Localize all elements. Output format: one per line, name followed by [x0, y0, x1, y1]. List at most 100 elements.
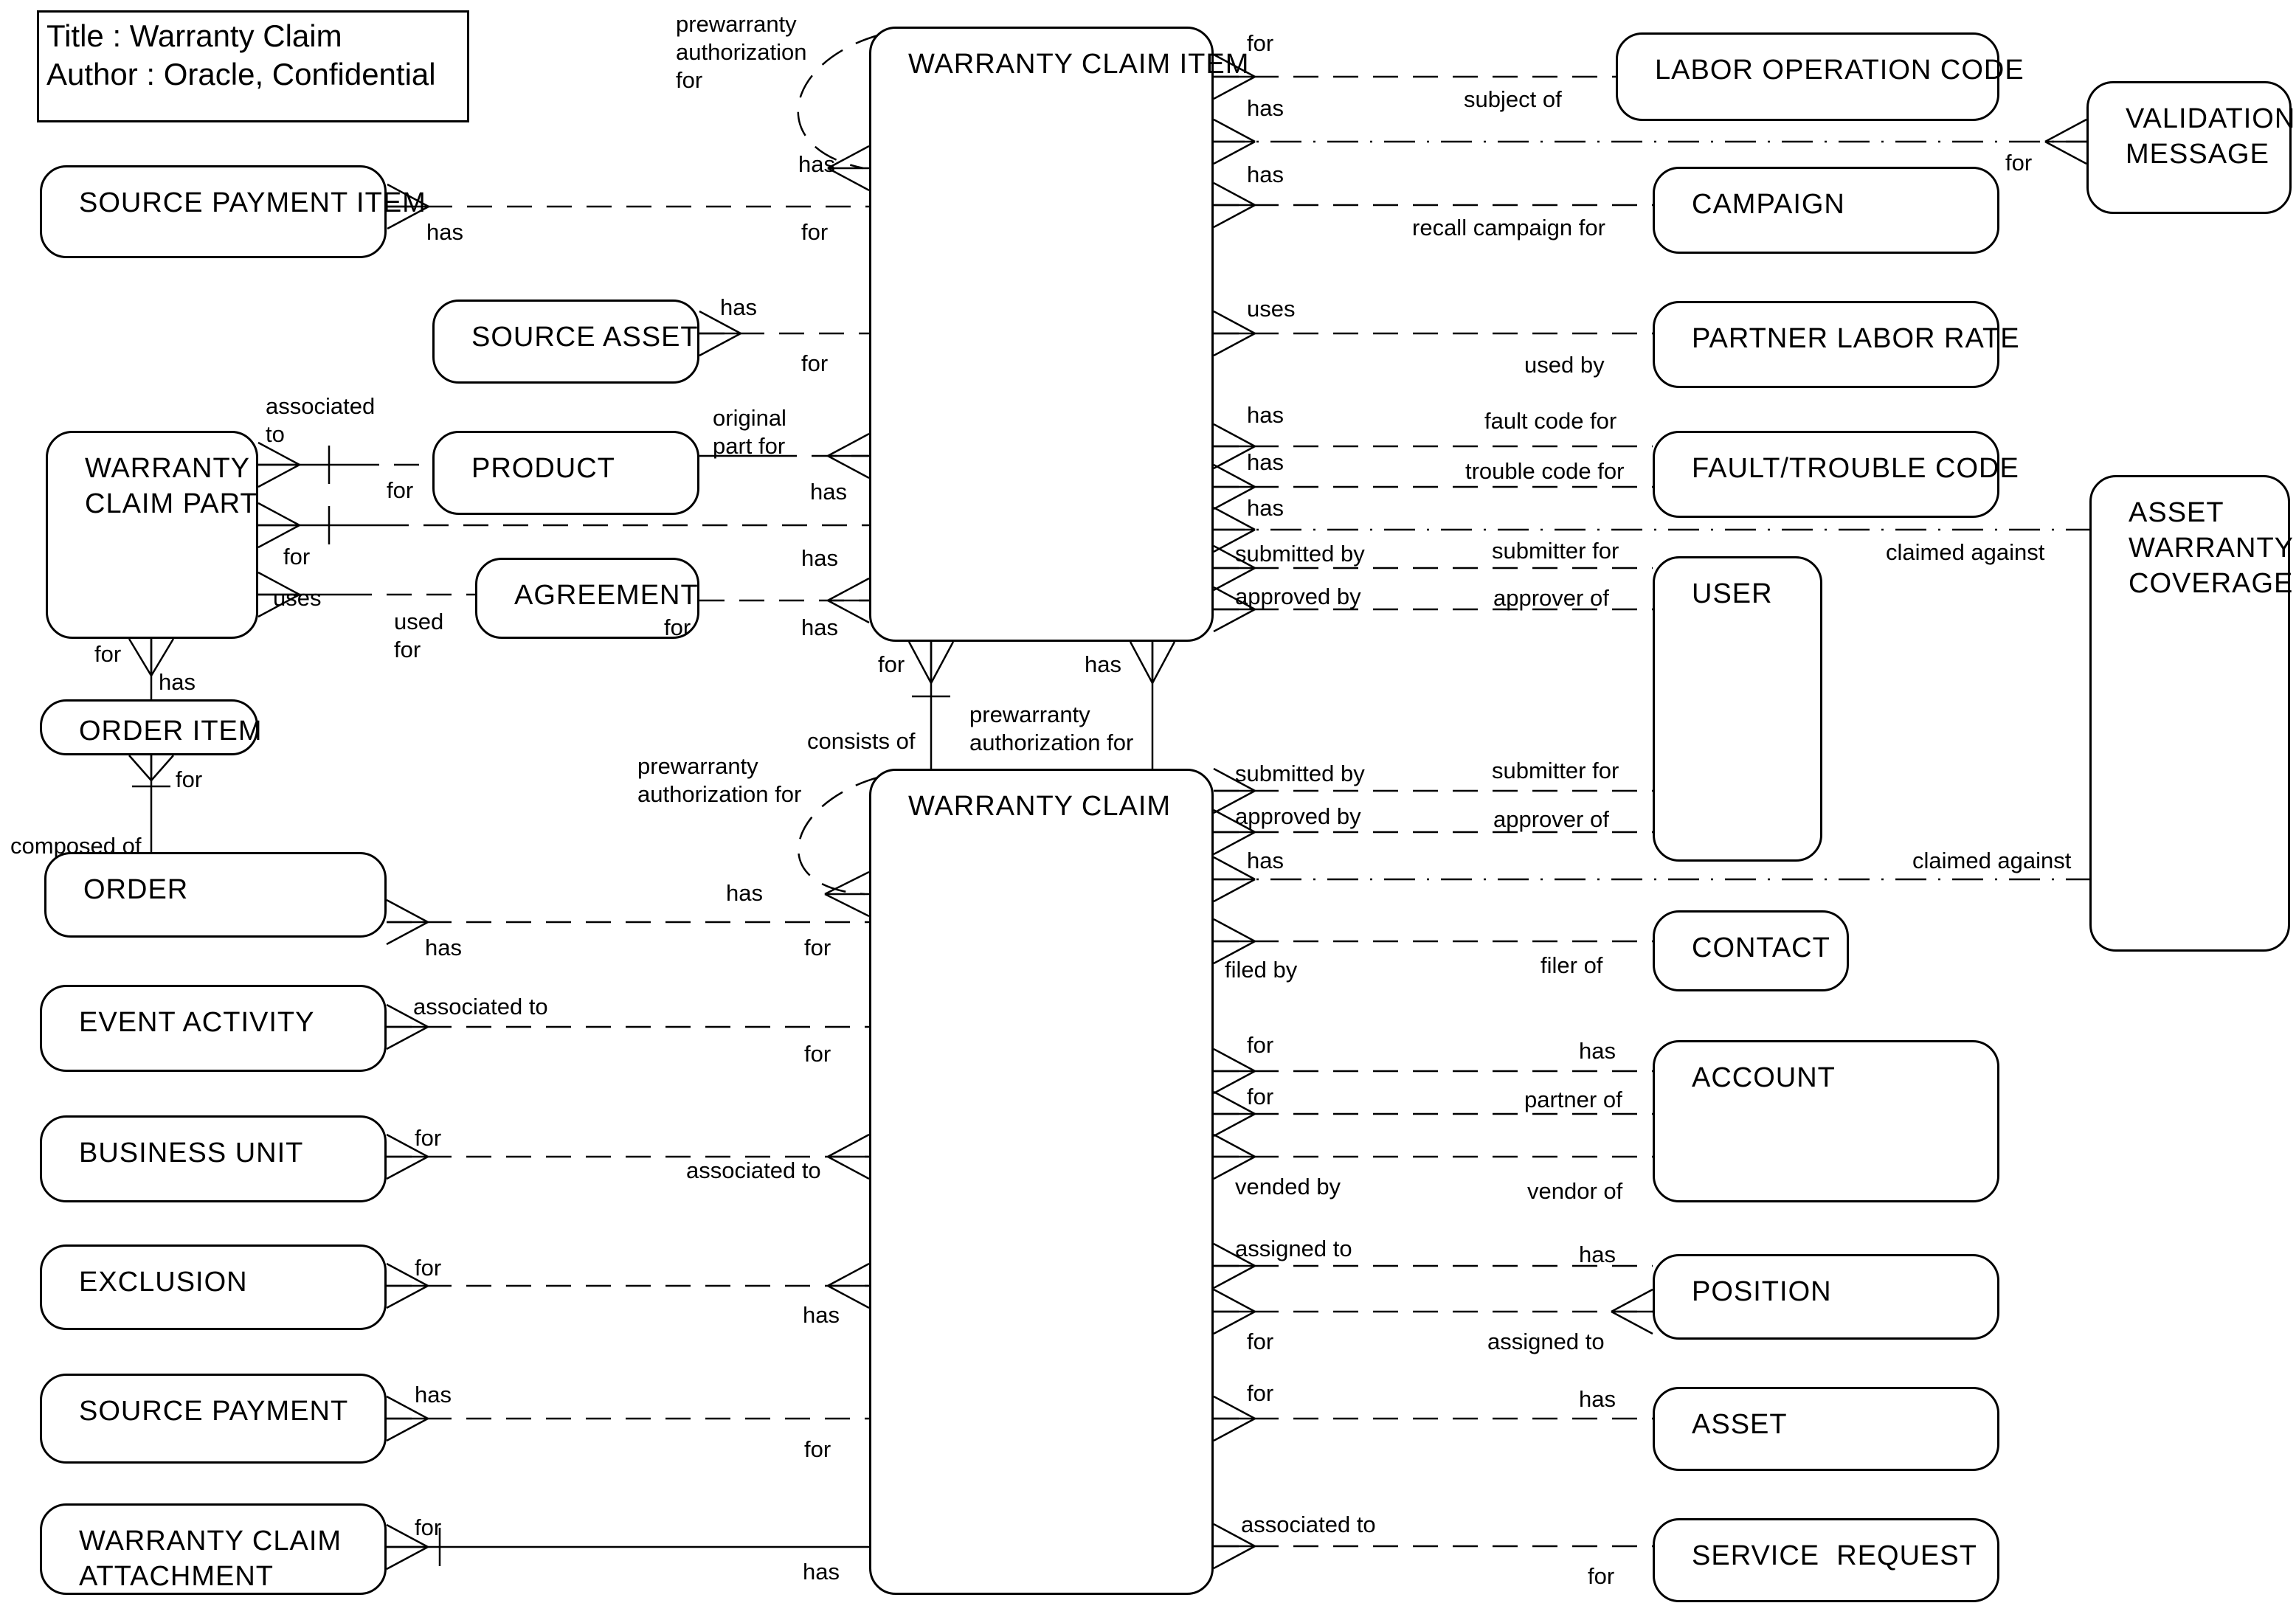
entity-label: ORDER ITEM — [79, 716, 263, 747]
relationship-label: has — [1247, 162, 1284, 187]
relationship-label: submitted by — [1235, 761, 1365, 786]
relationship-label: for — [1247, 1032, 1274, 1058]
relationship-label: has — [726, 880, 763, 906]
entity-label: SERVICE REQUEST — [1692, 1540, 1977, 1571]
entity-label: USER — [1692, 578, 1773, 609]
relationship-label: claimed against — [1912, 848, 2072, 873]
relationship-label: subject of — [1464, 86, 1562, 112]
relationship-label: vendor of — [1527, 1178, 1623, 1204]
relationship-label: has — [810, 479, 847, 505]
relationship-label: associated to — [686, 1157, 821, 1183]
entity-label: ASSET WARRANTY COVERAGE — [2129, 497, 2295, 599]
relationship-label: trouble code for — [1465, 458, 1625, 484]
relationship-label: for — [1247, 1329, 1274, 1354]
entity-position[interactable]: POSITION — [1653, 1254, 1999, 1340]
entity-labor-operation-code[interactable]: LABOR OPERATION CODE — [1616, 32, 2024, 121]
relationship-label: for — [664, 614, 691, 640]
relationship-label: fault code for — [1484, 408, 1617, 434]
entity-warranty-claim-item[interactable]: WARRANTY CLAIM ITEM — [869, 27, 1248, 642]
entity-label: WARRANTY CLAIM ATTACHMENT — [79, 1526, 342, 1592]
relationship-label: for — [1588, 1563, 1615, 1589]
entity-warranty-claim[interactable]: WARRANTY CLAIM — [869, 769, 1214, 1595]
entity-campaign[interactable]: CAMPAIGN — [1653, 167, 1999, 254]
relationship-label: submitter for — [1492, 758, 1619, 783]
relationship-label: has — [798, 151, 835, 177]
relationship-label: associated to — [266, 393, 376, 447]
entity-partner-labor-rate[interactable]: PARTNER LABOR RATE — [1653, 301, 2019, 388]
relationship-label: prewarranty authorization for — [637, 753, 802, 807]
diagram-author: Author : Oracle, Confidential — [46, 57, 436, 91]
relationship-label: for — [176, 766, 203, 792]
relationship-label: has — [801, 545, 838, 571]
relationship-label: has — [426, 219, 463, 245]
entity-label: EXCLUSION — [79, 1267, 248, 1298]
relationship-label: original part for — [713, 405, 786, 459]
entity-contact[interactable]: CONTACT — [1653, 910, 1849, 991]
relationship-label: submitted by — [1235, 541, 1365, 567]
relationship-label: has — [1085, 651, 1121, 677]
relationship-label: for — [801, 219, 829, 245]
relationship-label: has — [803, 1302, 840, 1328]
relationship-label: uses — [1247, 296, 1296, 322]
relationship-label: has — [803, 1559, 840, 1585]
entity-product[interactable]: PRODUCT — [432, 431, 699, 515]
relationship-label: has — [1247, 402, 1284, 428]
entity-validation-message[interactable]: VALIDATION MESSAGE — [2086, 81, 2296, 214]
entity-label: ASSET — [1692, 1409, 1788, 1440]
entity-label: WARRANTY CLAIM PART — [85, 453, 258, 519]
relationship-label: used for — [394, 609, 444, 662]
diagram-title: Title : Warranty Claim — [46, 18, 342, 53]
relationship-label: has — [1247, 495, 1284, 521]
relationship-label: for — [804, 935, 831, 960]
entity-agreement[interactable]: AGREEMENT — [475, 558, 699, 639]
relationship-label: for — [801, 350, 829, 376]
relationship-label: has — [1247, 95, 1284, 121]
relationship-label: has — [720, 294, 757, 320]
relationship-label: has — [1247, 449, 1284, 475]
entity-label: CONTACT — [1692, 932, 1830, 963]
relationship-label: prewarranty authorization for — [969, 702, 1134, 755]
relationship-label: approver of — [1493, 585, 1609, 611]
relationship-label: for — [2005, 150, 2033, 176]
relationship-label: has — [1579, 1038, 1616, 1064]
entity-fault-trouble-code[interactable]: FAULT/TROUBLE CODE — [1653, 431, 2019, 518]
entity-exclusion[interactable]: EXCLUSION — [40, 1244, 387, 1330]
entity-label: ACCOUNT — [1692, 1062, 1836, 1093]
entity-label: FAULT/TROUBLE CODE — [1692, 453, 2019, 484]
entity-source-asset[interactable]: SOURCE ASSET — [432, 300, 699, 384]
entity-account[interactable]: ACCOUNT — [1653, 1040, 1999, 1202]
entity-order-item[interactable]: ORDER ITEM — [40, 699, 262, 755]
entity-business-unit[interactable]: BUSINESS UNIT — [40, 1115, 387, 1202]
relationship-label: used by — [1524, 352, 1605, 378]
entity-label: ORDER — [83, 874, 189, 905]
relationship-label: has — [425, 935, 462, 960]
entity-source-payment-item[interactable]: SOURCE PAYMENT ITEM — [40, 165, 426, 258]
relationship-label: associated to — [413, 994, 548, 1019]
entity-warranty-claim-attachment[interactable]: WARRANTY CLAIM ATTACHMENT — [40, 1503, 387, 1595]
entity-label: VALIDATION MESSAGE — [2126, 103, 2296, 170]
relationship-label: has — [1579, 1386, 1616, 1412]
relationship-label: assigned to — [1235, 1236, 1352, 1261]
entity-source-payment[interactable]: SOURCE PAYMENT — [40, 1374, 387, 1464]
relationship-label: for — [1247, 1084, 1274, 1109]
entity-service-request[interactable]: SERVICE REQUEST — [1653, 1518, 1999, 1602]
relationship-label: has — [159, 669, 196, 695]
entity-asset[interactable]: ASSET — [1653, 1387, 1999, 1471]
entity-label: WARRANTY CLAIM — [908, 791, 1172, 822]
entity-label: EVENT ACTIVITY — [79, 1007, 315, 1038]
entity-asset-warranty-coverage[interactable]: ASSET WARRANTY COVERAGE — [2089, 475, 2293, 952]
relationship-label: for — [804, 1436, 831, 1462]
relationship-label: has — [415, 1382, 452, 1408]
relationship-label: for — [415, 1125, 442, 1151]
entity-order[interactable]: ORDER — [44, 852, 387, 938]
entity-warranty-claim-part[interactable]: WARRANTY CLAIM PART — [46, 431, 258, 639]
relationship-label: approved by — [1235, 584, 1361, 609]
entity-user[interactable]: USER — [1653, 556, 1822, 862]
relationship-label: approver of — [1493, 806, 1609, 832]
relationship-label: for — [415, 1514, 442, 1540]
relationship-label: has — [1579, 1242, 1616, 1267]
entity-event-activity[interactable]: EVENT ACTIVITY — [40, 985, 387, 1072]
relationship-label: approved by — [1235, 803, 1361, 829]
